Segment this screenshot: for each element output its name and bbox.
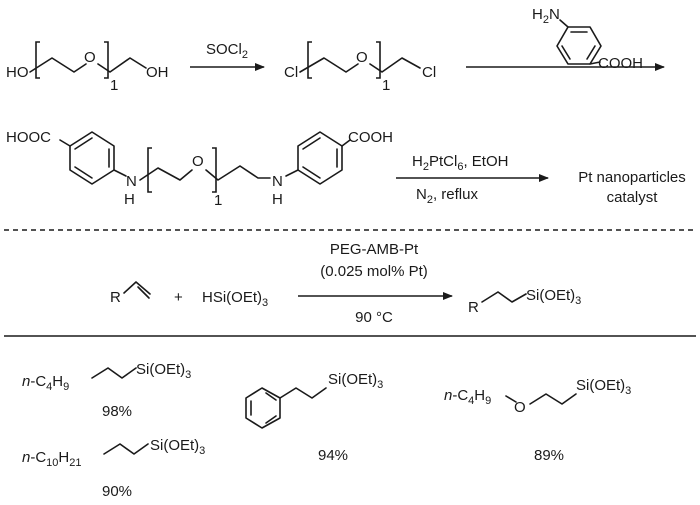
product-n-dodecyl: n-C10H21 Si(OEt)3 90% <box>22 437 205 500</box>
step2-reagent-bottom: N2, reflux <box>416 186 478 206</box>
product-butoxyethyl: n-C4H9 O Si(OEt)3 89% <box>444 377 631 464</box>
ligand-chain-2 <box>205 165 271 181</box>
alkylsilane-product: R Si(OEt)3 <box>468 287 581 316</box>
product4-yield: 90% <box>102 483 132 500</box>
ligand-left-ring <box>69 131 115 185</box>
ligand-right-acid: COOH <box>348 129 393 146</box>
ligand-right-ring-dbl-3 <box>302 166 321 179</box>
product3-bond-to-o <box>505 395 517 403</box>
product2-ring-dbl-3 <box>265 415 277 424</box>
bis-aminobenzoic-ligand: HOOC N H O 1 N H COOH <box>6 129 393 209</box>
product2-yield: 94% <box>318 447 348 464</box>
plus-sign: + <box>174 289 183 306</box>
diol-oh-label: OH <box>146 64 169 81</box>
product4-chain <box>103 443 149 455</box>
diol-repeat-n: 1 <box>110 77 118 94</box>
ligand-left-acid: HOOC <box>6 129 51 146</box>
ligand-left-h: H <box>124 191 135 208</box>
dichloride-cl-right: Cl <box>422 64 436 81</box>
ligand-repeat-n: 1 <box>214 192 222 209</box>
diol-ho-label: HO <box>6 64 29 81</box>
diol-o-label: O <box>84 49 96 66</box>
product-phenethyl: Si(OEt)3 94% <box>245 371 383 464</box>
repeat-bracket-right-2 <box>376 41 381 79</box>
ring-double-2 <box>586 45 596 60</box>
repeat-bracket-left <box>35 41 40 79</box>
product3-chain <box>529 393 577 405</box>
pt-catalyst-label: catalyst <box>607 189 659 206</box>
socl2-label: SOCl2 <box>206 41 248 61</box>
ligand-left-n: N <box>126 173 137 190</box>
temperature-label: 90 °C <box>355 309 393 326</box>
product3-silyl: Si(OEt)3 <box>576 377 631 397</box>
alkene-bonds <box>123 281 151 295</box>
ligand-ether-o: O <box>192 153 204 170</box>
product1-chain <box>91 367 137 379</box>
peg-dichloride: Cl O 1 Cl <box>284 41 436 94</box>
repeat-bracket-left-2 <box>307 41 312 79</box>
product1-alkyl: n-C4H9 <box>22 373 69 393</box>
alkene-double <box>137 286 150 299</box>
product2-ring-dbl-2 <box>265 392 277 401</box>
ligand-chain-1 <box>139 167 193 181</box>
peg-diol: HO 1 O 1 OH <box>6 41 169 94</box>
step1-arrow: SOCl2 <box>190 41 265 71</box>
catalyst-label: PEG-AMB-Pt <box>330 241 419 258</box>
product2-silyl: Si(OEt)3 <box>328 371 383 391</box>
dichloride-repeat-n: 1 <box>382 77 390 94</box>
ligand-right-acid-bond <box>341 139 351 147</box>
alkene: R <box>110 281 151 306</box>
ligand-right-n: N <box>272 173 283 190</box>
dichloride-cl-left: Cl <box>284 64 298 81</box>
product1-silyl: Si(OEt)3 <box>136 361 191 381</box>
step2-reagent-top: H2PtCl6, EtOH <box>412 153 508 173</box>
ligand-right-ring-dbl-1 <box>302 137 321 150</box>
ligand-left-ring-dbl-1 <box>74 137 93 150</box>
product1-yield: 98% <box>102 403 132 420</box>
product-silyl: Si(OEt)3 <box>526 287 581 307</box>
ligand-right-ring <box>297 131 343 185</box>
product2-chain <box>279 387 327 399</box>
product3-yield: 89% <box>534 447 564 464</box>
dichloride-chain <box>299 57 359 73</box>
silane-reagent: HSi(OEt)3 <box>202 289 268 309</box>
ligand-bracket-right <box>212 147 217 193</box>
alkene-r: R <box>110 289 121 306</box>
ligand-left-nh-bond <box>113 169 127 177</box>
product2-benzene <box>245 387 281 429</box>
dichloride-chain-2 <box>369 57 421 73</box>
ligand-left-ring-dbl-3 <box>74 166 93 179</box>
product-n-hexyl: n-C4H9 Si(OEt)3 98% <box>22 361 191 420</box>
ligand-bracket-left <box>147 147 152 193</box>
amine-nh2-label: H2N <box>532 6 560 26</box>
diol-chain-2 <box>97 57 147 73</box>
product4-alkyl: n-C10H21 <box>22 449 82 469</box>
amine-bond <box>559 19 569 28</box>
ring-double-3 <box>561 45 571 60</box>
amine-acid-label: COOH <box>598 55 643 72</box>
product4-silyl: Si(OEt)3 <box>150 437 205 457</box>
product3-ether-o: O <box>514 399 526 416</box>
product3-alkyl: n-C4H9 <box>444 387 491 407</box>
aminobenzoic-acid: H2N COOH <box>532 6 643 72</box>
ligand-right-h: H <box>272 191 283 208</box>
loading-label: (0.025 mol% Pt) <box>320 263 428 280</box>
acid-bond <box>589 61 601 65</box>
repeat-bracket-right <box>104 41 109 79</box>
dichloride-o-label: O <box>356 49 368 66</box>
ligand-right-nh-bond <box>285 169 299 177</box>
step2-arrow: H2PtCl6, EtOH N2, reflux <box>396 153 549 206</box>
product-chain <box>481 291 527 303</box>
hydrosilylation-arrow: PEG-AMB-Pt (0.025 mol% Pt) 90 °C <box>298 241 453 326</box>
pt-nanoparticles-label: Pt nanoparticles <box>578 169 686 186</box>
ligand-left-acid-bond <box>59 139 71 147</box>
diol-chain <box>29 57 87 73</box>
product-r: R <box>468 299 479 316</box>
